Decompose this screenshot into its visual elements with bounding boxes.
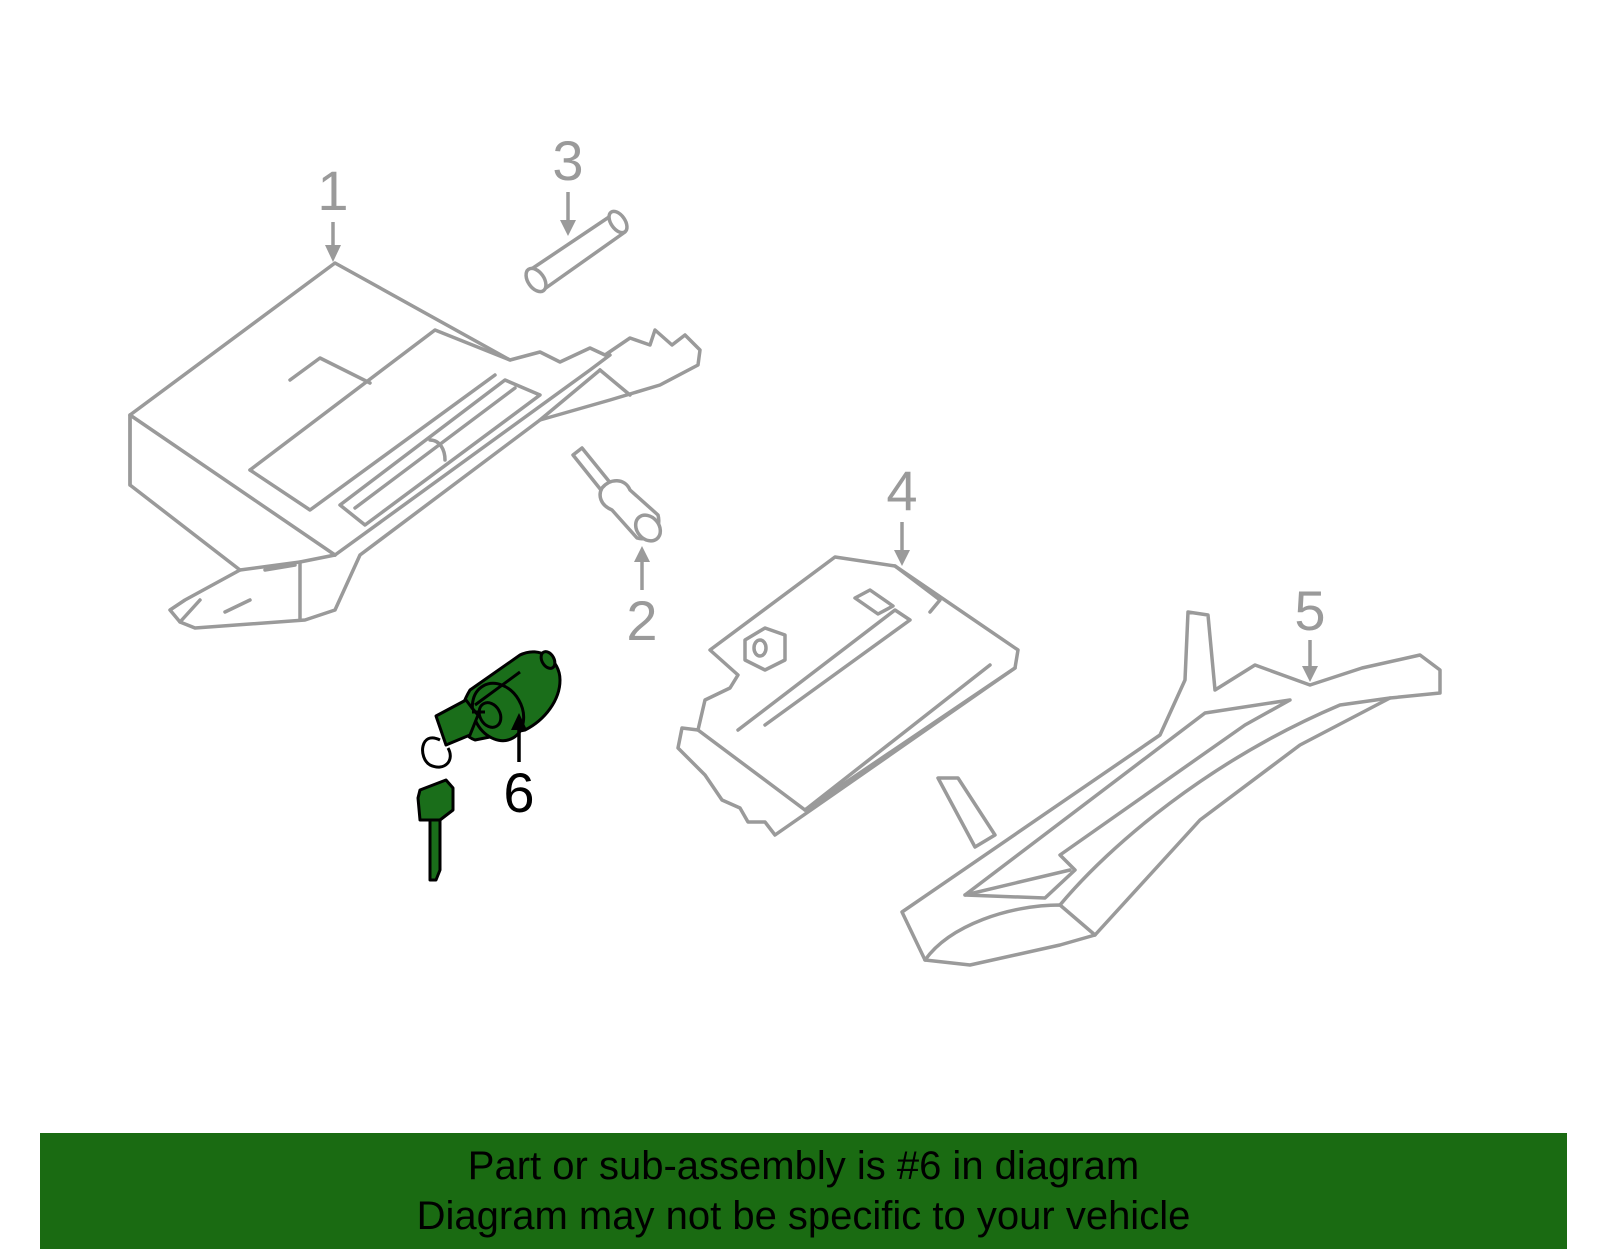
callout-1-label: 1: [317, 159, 348, 222]
callout-5-label: 5: [1294, 579, 1325, 642]
part-6-lock-cylinder-and-keys: [416, 650, 562, 882]
part-4-glove-box-door: [676, 555, 1020, 837]
callout-2: 2: [626, 546, 658, 652]
callout-1: 1: [317, 159, 349, 262]
callout-4: 4: [886, 459, 918, 566]
info-banner: Part or sub-assembly is #6 in diagram Di…: [40, 1133, 1567, 1249]
banner-line-disclaimer: Diagram may not be specific to your vehi…: [416, 1194, 1191, 1238]
callout-2-label: 2: [626, 589, 657, 652]
part-1-glove-box-housing: [128, 261, 702, 630]
banner-line-part-info: Part or sub-assembly is #6 in diagram: [467, 1144, 1140, 1188]
part-5-trim-panel: [900, 610, 1442, 967]
part-3-pin: [524, 209, 629, 294]
callout-6: 6: [503, 713, 535, 824]
callout-5: 5: [1294, 579, 1326, 682]
part-2-bumper: [571, 446, 663, 543]
callout-4-label: 4: [886, 459, 917, 522]
callout-3: 3: [552, 129, 584, 236]
callout-3-label: 3: [552, 129, 583, 192]
callout-6-label: 6: [503, 761, 534, 824]
